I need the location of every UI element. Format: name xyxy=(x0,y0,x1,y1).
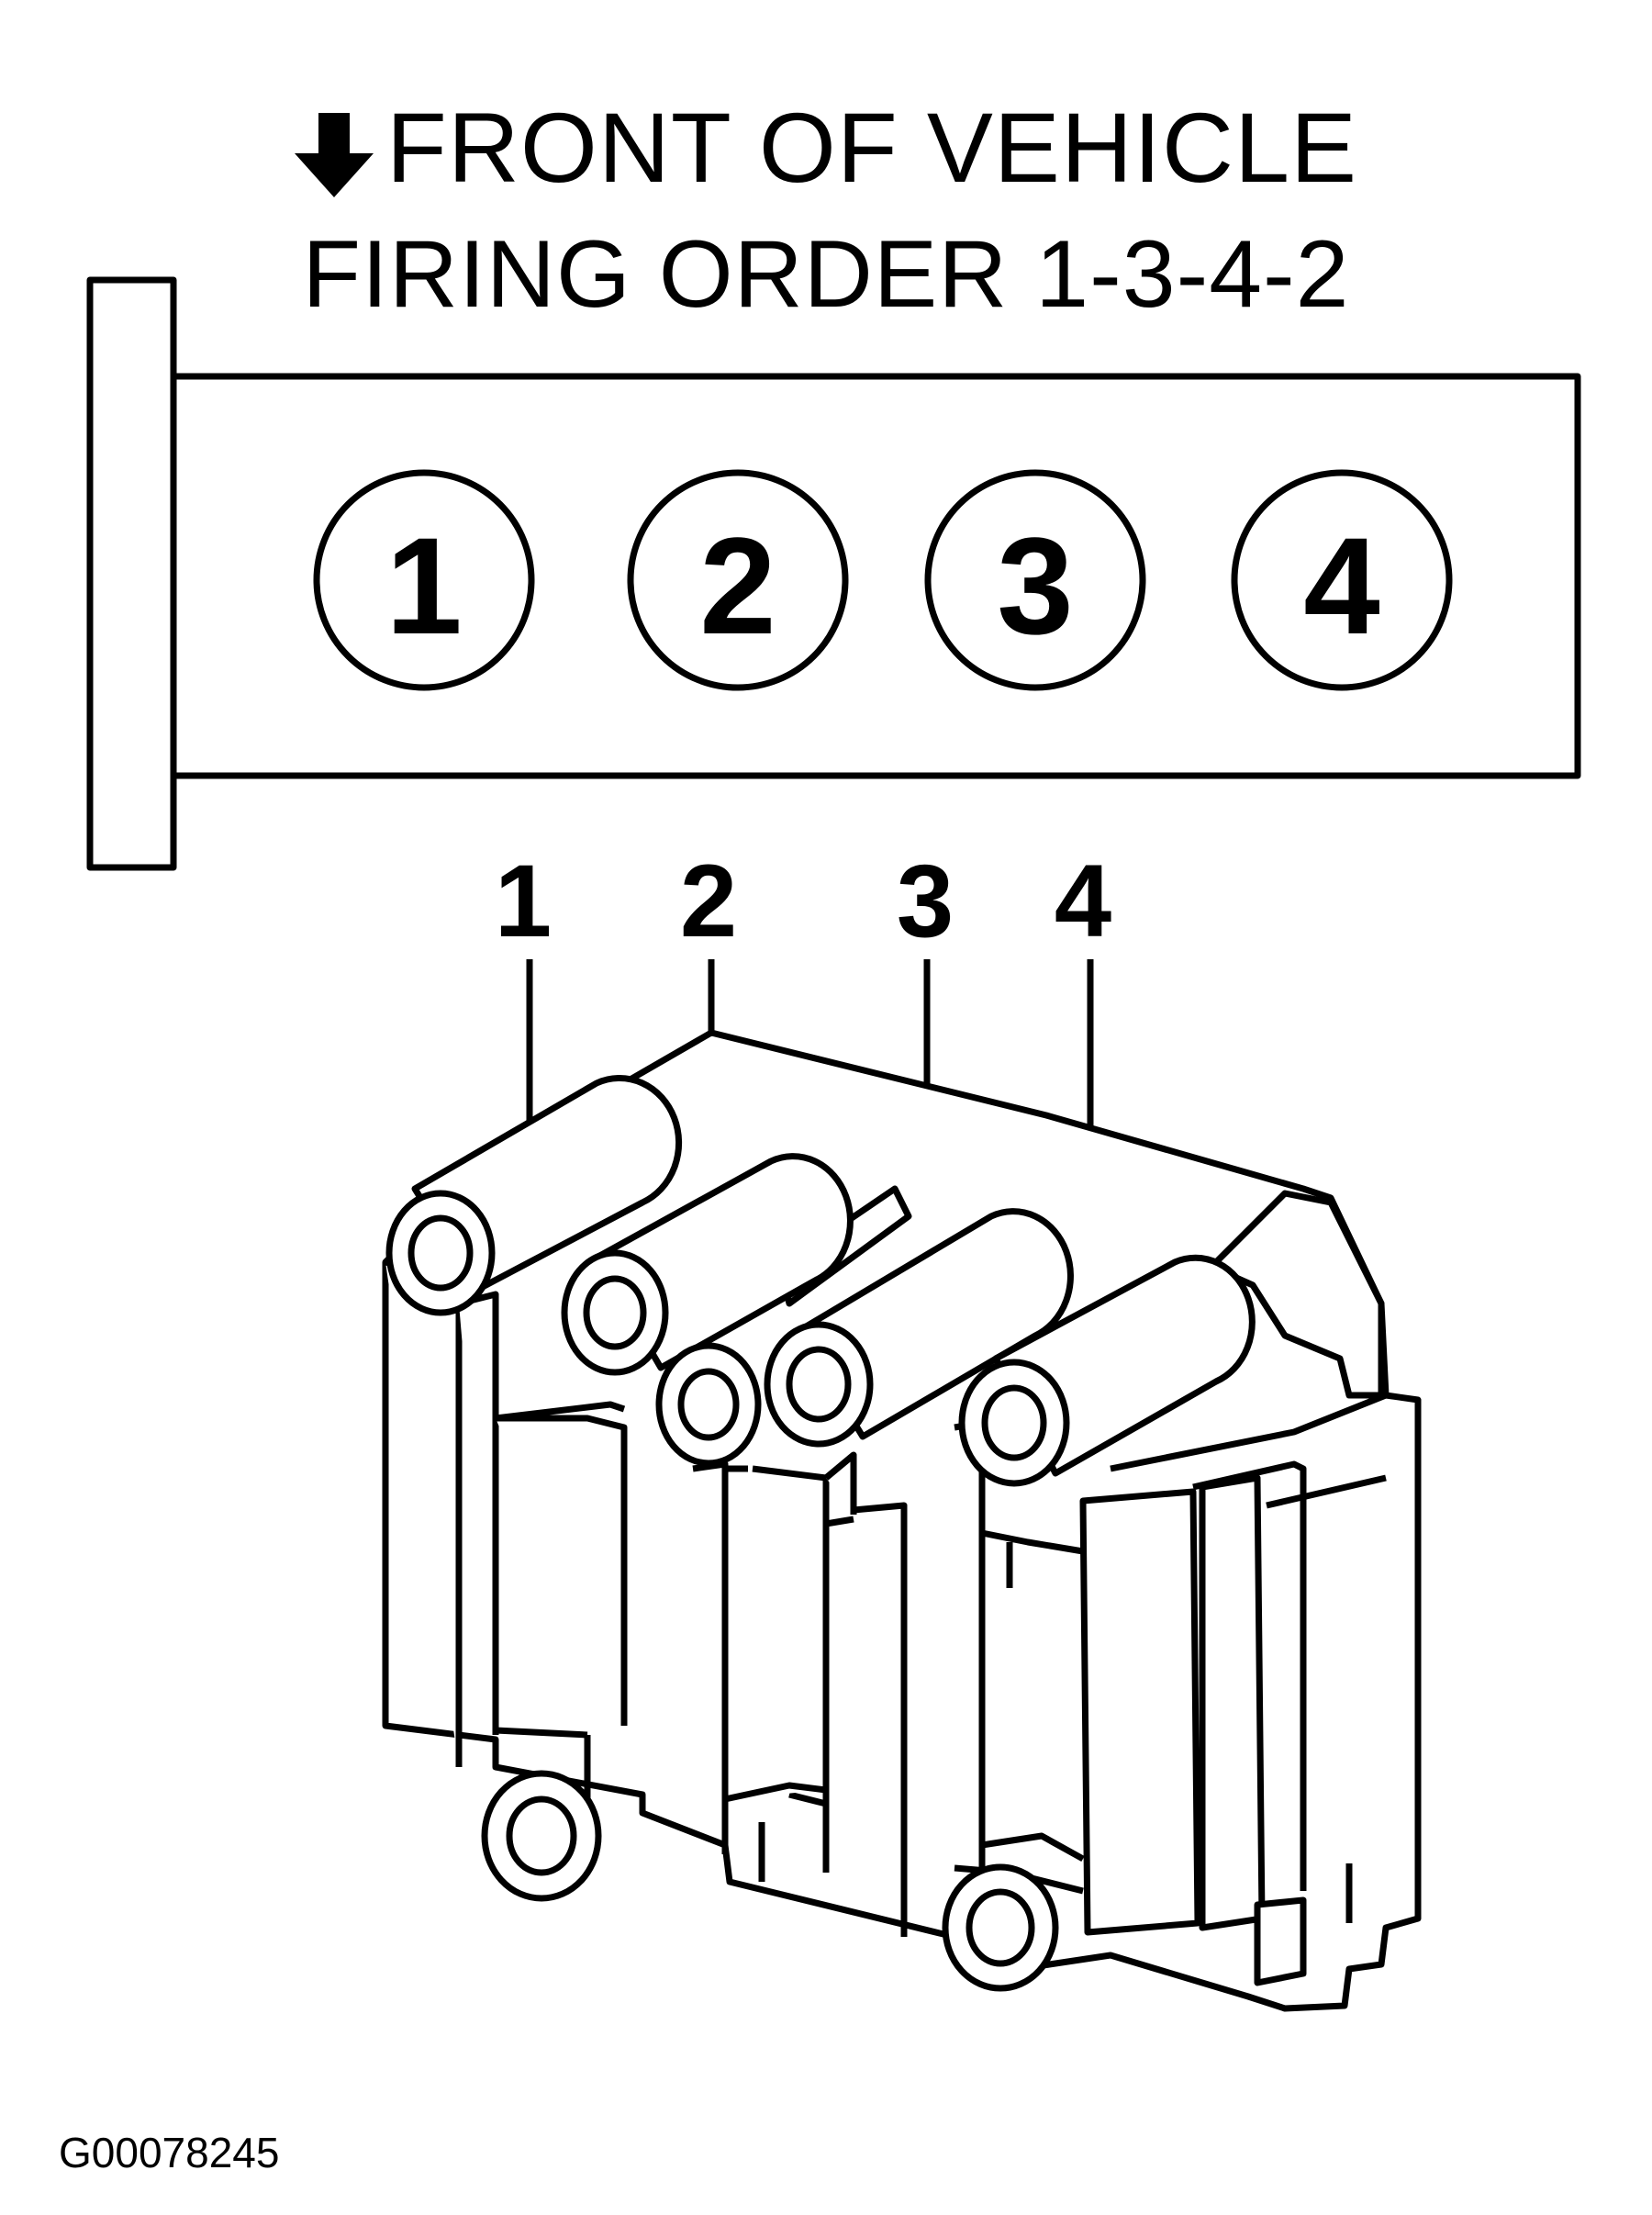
cylinder-4 xyxy=(1231,469,1453,691)
cylinder-group xyxy=(313,469,1453,691)
coil-label-1: 1 xyxy=(495,844,552,958)
firing-order-label: FIRING ORDER 1-3-4-2 xyxy=(302,221,1350,328)
front-of-vehicle-text: FRONT OF VEHICLE xyxy=(385,92,1358,203)
cylinder-2 xyxy=(627,469,849,691)
cylinder-1 xyxy=(313,469,535,691)
cylinder-number-1: 1 xyxy=(385,509,462,663)
cylinder-3 xyxy=(924,469,1146,691)
down-arrow-icon xyxy=(294,113,374,198)
coil-label-2: 2 xyxy=(680,844,737,958)
cylinder-number-2: 2 xyxy=(699,509,776,663)
coil-barrels xyxy=(385,1075,1256,1992)
cylinder-number-4: 4 xyxy=(1303,509,1379,663)
timing-cover xyxy=(86,276,177,871)
front-of-vehicle-label: FRONT OF VEHICLE xyxy=(0,90,1652,205)
coil-label-3: 3 xyxy=(897,844,954,958)
figure-code: G00078245 xyxy=(59,2129,280,2176)
cylinder-number-3: 3 xyxy=(997,509,1073,663)
coil-label-4: 4 xyxy=(1055,844,1111,958)
